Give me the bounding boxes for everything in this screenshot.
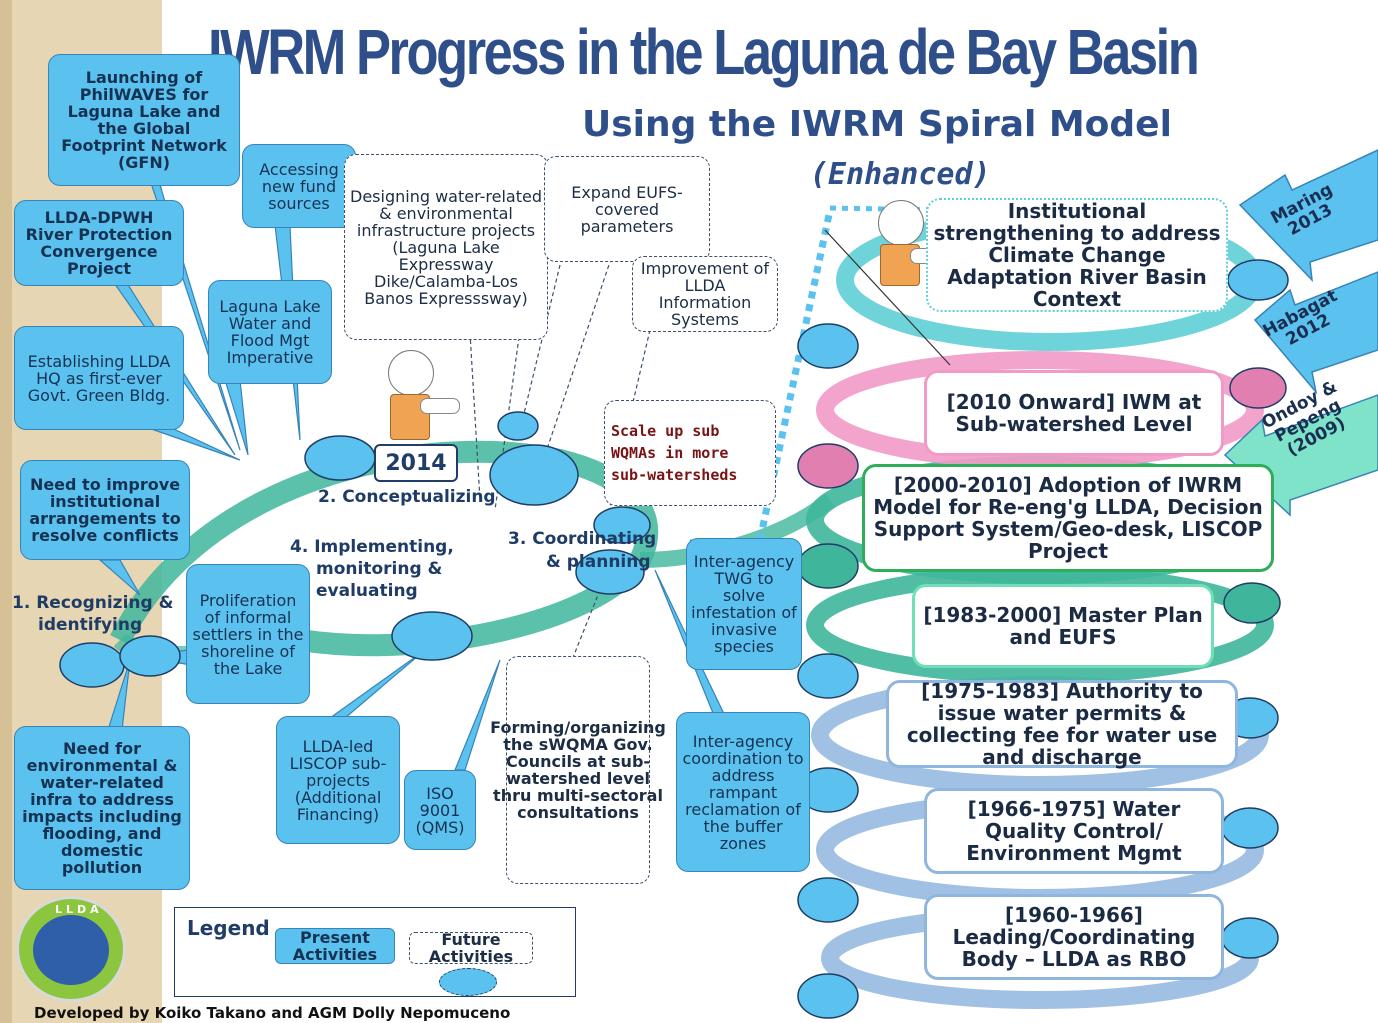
- year-label: 2014: [385, 450, 447, 476]
- stage-1-label: 1. Recognizing &: [12, 593, 174, 613]
- box-green-bldg: Establishing LLDA HQ as first-ever Govt.…: [14, 326, 184, 430]
- legend-future: Future Activities: [409, 931, 533, 965]
- legend-title: Legend: [187, 916, 270, 940]
- box-philwaves: Launching of PhilWAVES for Laguna Lake a…: [48, 54, 240, 186]
- page-title: IWRM Progress in the Laguna de Bay Basin: [208, 16, 1200, 88]
- stage-3-label: 3. Coordinating: [508, 529, 657, 549]
- logo-text: LLDA: [55, 903, 103, 916]
- box-need-improve: Need to improve institutional arrangemen…: [20, 460, 190, 560]
- box-need-infra: Need for environmental & water-related i…: [14, 726, 190, 890]
- stage-3-label-2: & planning: [546, 552, 651, 572]
- llda-logo: LLDA: [16, 896, 126, 1002]
- box-laguna-water: Laguna Lake Water and Flood Mgt Imperati…: [208, 280, 332, 384]
- person-figure-left: [384, 350, 464, 450]
- era-2010-onward: [2010 Onward] IWM at Sub-watershed Level: [924, 370, 1224, 456]
- box-accessing-funds: Accessing new fund sources: [242, 144, 356, 228]
- stage-4-label-3: evaluating: [316, 581, 418, 601]
- box-twg: Inter-agency TWG to solve infestation of…: [686, 538, 802, 670]
- box-liscop: LLDA-led LISCOP sub-projects (Additional…: [276, 716, 400, 844]
- legend-future-node: [439, 968, 497, 996]
- era-climate-change: Institutional strengthening to address C…: [926, 198, 1228, 312]
- legend-present: Present Activities: [275, 928, 395, 964]
- left-edge-band: [0, 0, 12, 1023]
- stage-2-label: 2. Conceptualizing: [318, 487, 496, 507]
- stage-4-label-2: monitoring &: [316, 559, 443, 579]
- subtitle-note: (Enhanced): [810, 157, 991, 192]
- box-improvement: Improvement of LLDA Information Systems: [632, 256, 778, 332]
- year-marker: 2014: [374, 444, 458, 482]
- era-1975-1983: [1975-1983] Authority to issue water per…: [886, 680, 1238, 768]
- era-2000-2010: [2000-2010] Adoption of IWRM Model for R…: [862, 464, 1274, 572]
- box-expand-eufs: Expand EUFS-covered parameters: [544, 156, 710, 262]
- box-scale-up: Scale up sub WQMAs in more sub-watershed…: [604, 400, 776, 506]
- stage-4-label: 4. Implementing,: [290, 537, 454, 557]
- legend: Legend Present Activities Future Activit…: [174, 907, 576, 997]
- page-subtitle: Using the IWRM Spiral Model: [582, 104, 1172, 145]
- era-1960-1966: [1960-1966] Leading/Coordinating Body – …: [924, 894, 1224, 980]
- box-designing: Designing water-related & environmental …: [344, 154, 548, 340]
- stage-1-label-2: identifying: [38, 615, 143, 635]
- box-proliferation: Proliferation of informal settlers in th…: [186, 564, 310, 704]
- box-llda-dpwh: LLDA-DPWH River Protection Convergence P…: [14, 200, 184, 286]
- box-forming: Forming/organizing the sWQMA Gov. Counci…: [490, 656, 666, 884]
- credit-line: Developed by Koiko Takano and AGM Dolly …: [34, 1004, 511, 1022]
- era-1983-2000: [1983-2000] Master Plan and EUFS: [912, 584, 1214, 668]
- box-iso: ISO 9001 (QMS): [404, 770, 476, 850]
- era-1966-1975: [1966-1975] Water Quality Control/ Envir…: [924, 788, 1224, 874]
- box-reclamation: Inter-agency coordination to address ram…: [676, 712, 810, 872]
